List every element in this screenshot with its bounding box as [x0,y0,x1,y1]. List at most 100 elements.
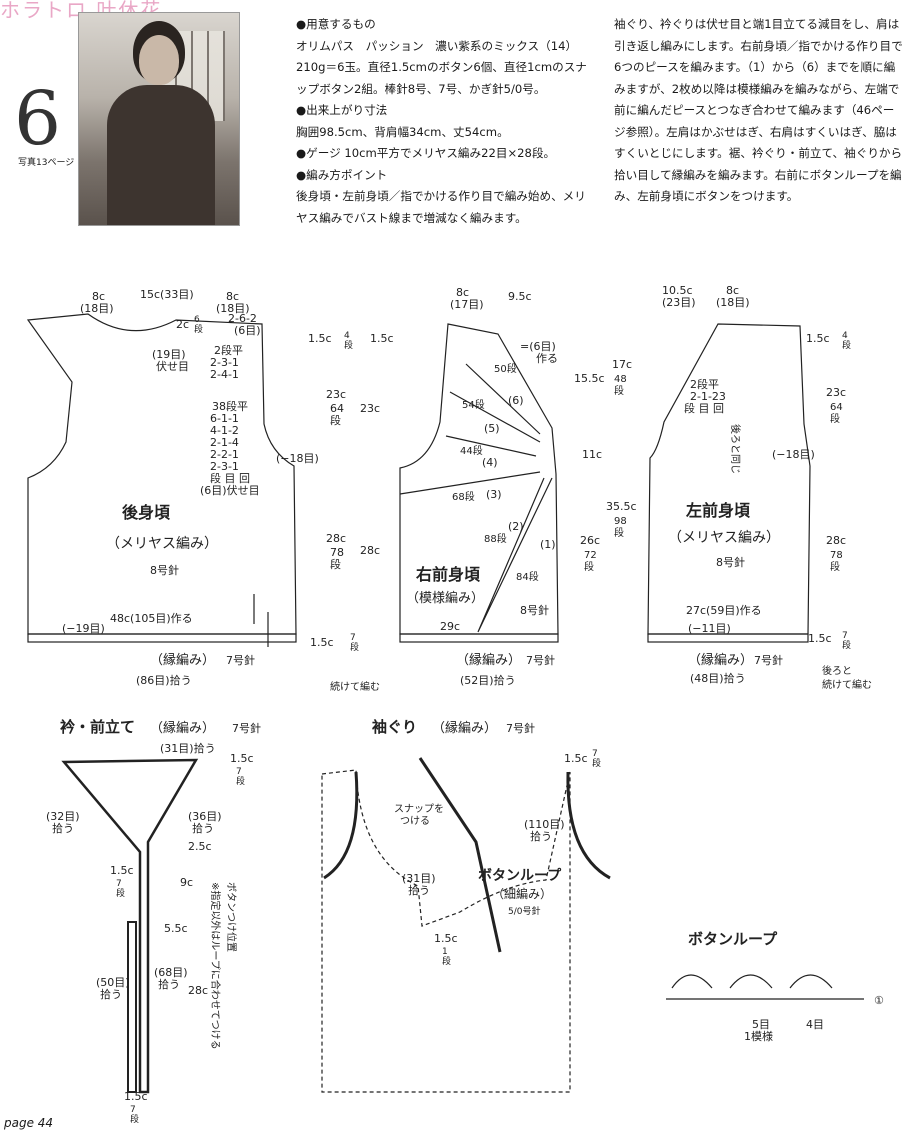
back-v-dim-b1: 1.5c [370,332,394,345]
diagram-labels: 8c (18目) 15c(33目) 8c (18目) 2c 6 段 2-6-2 … [46,284,884,1125]
rf-border-needle: 7号針 [526,653,555,667]
rf-subtitle: （模様編み） [406,590,484,606]
arm-l6: 拾う [530,829,552,843]
rf-piece-2: (2) [508,520,524,533]
rf-row-3: 44段 [460,444,483,457]
method-text: 後身頃・左前身頃／指でかける作り目で編み始め、メリヤス編みでバスト線まで増減なく… [296,189,586,225]
size-text: 胸囲98.5cm、背肩幅34cm、丈54cm。 [296,124,509,139]
lf-needle: 8号針 [716,555,745,569]
back-v-dim-3: 段 [344,339,353,351]
button-loop-arcs [671,974,833,989]
rf-piece-5: (5) [484,422,500,435]
rf-piece-1: (1) [540,538,556,551]
back-neck-label: 2c [176,318,189,331]
collar-button-note-2: ※指定以外はループに合わせてつける [209,882,222,1050]
collar-button-note: ボタンつけ位置 [225,882,238,952]
lf-v-11: 7 [842,631,848,641]
back-cast-on: 48c(105目)作る [110,612,193,625]
model-photo [78,12,240,226]
back-top-dim-1: 8c [92,290,105,303]
lf-shoulder-2: 2-1-23 [690,390,726,403]
collar-l16: (68目) [154,966,188,979]
back-arm-6: 2-3-1 [210,460,239,473]
lf-same-as-back: 後ろと同じ [729,424,742,474]
rf-v-8: 段 [614,526,624,539]
lf-v-6: 段 [830,412,840,425]
rf-row-6: 84段 [516,570,539,583]
rf-title: 右前身頃 [416,565,481,584]
collar-outline [61,758,199,1094]
rf-pickup: (52目)拾う [460,673,516,687]
arm-l1: 7 [592,749,598,759]
lf-shoulder-3: 段 目 回 [684,401,724,415]
lf-continue-2: 続けて編む [822,678,872,691]
collar-l12: 9c [180,876,193,889]
rf-row-5: 88段 [484,532,507,545]
armhole-band-right [566,771,611,880]
back-arm-1: 38段平 [212,399,248,413]
lf-v-12: 段 [842,639,851,651]
rf-neck-note-2: 作る [536,352,558,365]
collar-l17: 拾う [158,977,180,991]
collar-l4: (32目) [46,810,80,823]
knitting-diagrams: 8c (18目) 15c(33目) 8c (18目) 2c 6 段 2-6-2 … [26,284,884,1125]
back-v-dim-7: 28c [326,532,346,545]
armhole-outline [321,769,571,1093]
lf-v-7: 28c [826,534,846,547]
back-neck-shape-2: 2-3-1 [210,356,239,369]
lf-border-label: （縁編み） [688,652,753,668]
lf-cast-on: 27c(59目)作る [686,604,762,617]
lf-top-dim-3: 8c [726,284,739,297]
back-neck-shape-3: 2-4-1 [210,368,239,381]
back-top-dim-2: (18目) [80,302,114,315]
back-arm-5: 2-2-1 [210,448,239,461]
rf-v-1: 17c [612,358,632,371]
size-heading: ●出来上がり寸法 [296,103,388,117]
page-number: page 44 [4,1116,54,1130]
back-border [27,633,297,643]
model-head [139,35,179,85]
rf-piece-3: (3) [486,488,502,501]
left-front-outline [647,323,811,635]
collar-l3: 段 [236,775,245,787]
collar-l6: (36目) [188,810,222,823]
lf-shoulder-1: 2段平 [690,377,719,391]
back-pickup: (86目)拾う [136,673,192,687]
back-title: 後身頃 [122,503,171,522]
arm-loop-title: ボタンループ [478,868,562,884]
back-v-dim-6: 段 [330,413,341,427]
lf-v-10: 1.5c [808,632,832,645]
collar-needle: 7号針 [232,721,261,735]
back-neck-label-c: 段 [194,323,203,335]
collar-l9: 1.5c [110,864,134,877]
collar-l11: 段 [116,887,125,899]
back-arm-3: 4-1-2 [210,424,239,437]
arm-l5: (110目) [524,818,565,831]
lf-v-1: 1.5c [806,332,830,345]
rf-piece-6: (6) [508,394,524,407]
back-arm-4: 2-1-4 [210,436,239,449]
lf-pickup: (48目)拾う [690,671,746,685]
button-loop-l0: 5目 [752,1018,770,1031]
pattern-number: 6 [14,76,62,162]
rf-v-4: 15.5c [574,372,605,385]
back-shoulder-1: 2-6-2 [228,312,257,325]
armhole-band-left [323,771,359,880]
arm-l7: (31目) [402,872,436,885]
back-v-dim-2: 4 [344,331,350,341]
rf-v-10: 72 [584,550,597,561]
back-arm-7: 段 目 回 [210,471,250,485]
method-heading: ●編み方ポイント [296,167,388,182]
back-arm-2: 6-1-1 [210,412,239,425]
back-needle: 8号針 [150,563,179,577]
armhole-front-band [418,757,502,953]
arm-l2: 段 [592,757,601,769]
armhole-title: 袖ぐり [372,718,417,736]
collar-title-sub: （縁編み） [150,720,215,736]
lf-subtitle: （メリヤス編み） [668,530,780,546]
collar-l14: (50目) [96,976,130,989]
collar-l8: 2.5c [188,840,212,853]
collar-front-band [127,921,137,1093]
gauge-heading: ●ゲージ [296,146,341,160]
lf-v-8: 78 [830,550,843,561]
